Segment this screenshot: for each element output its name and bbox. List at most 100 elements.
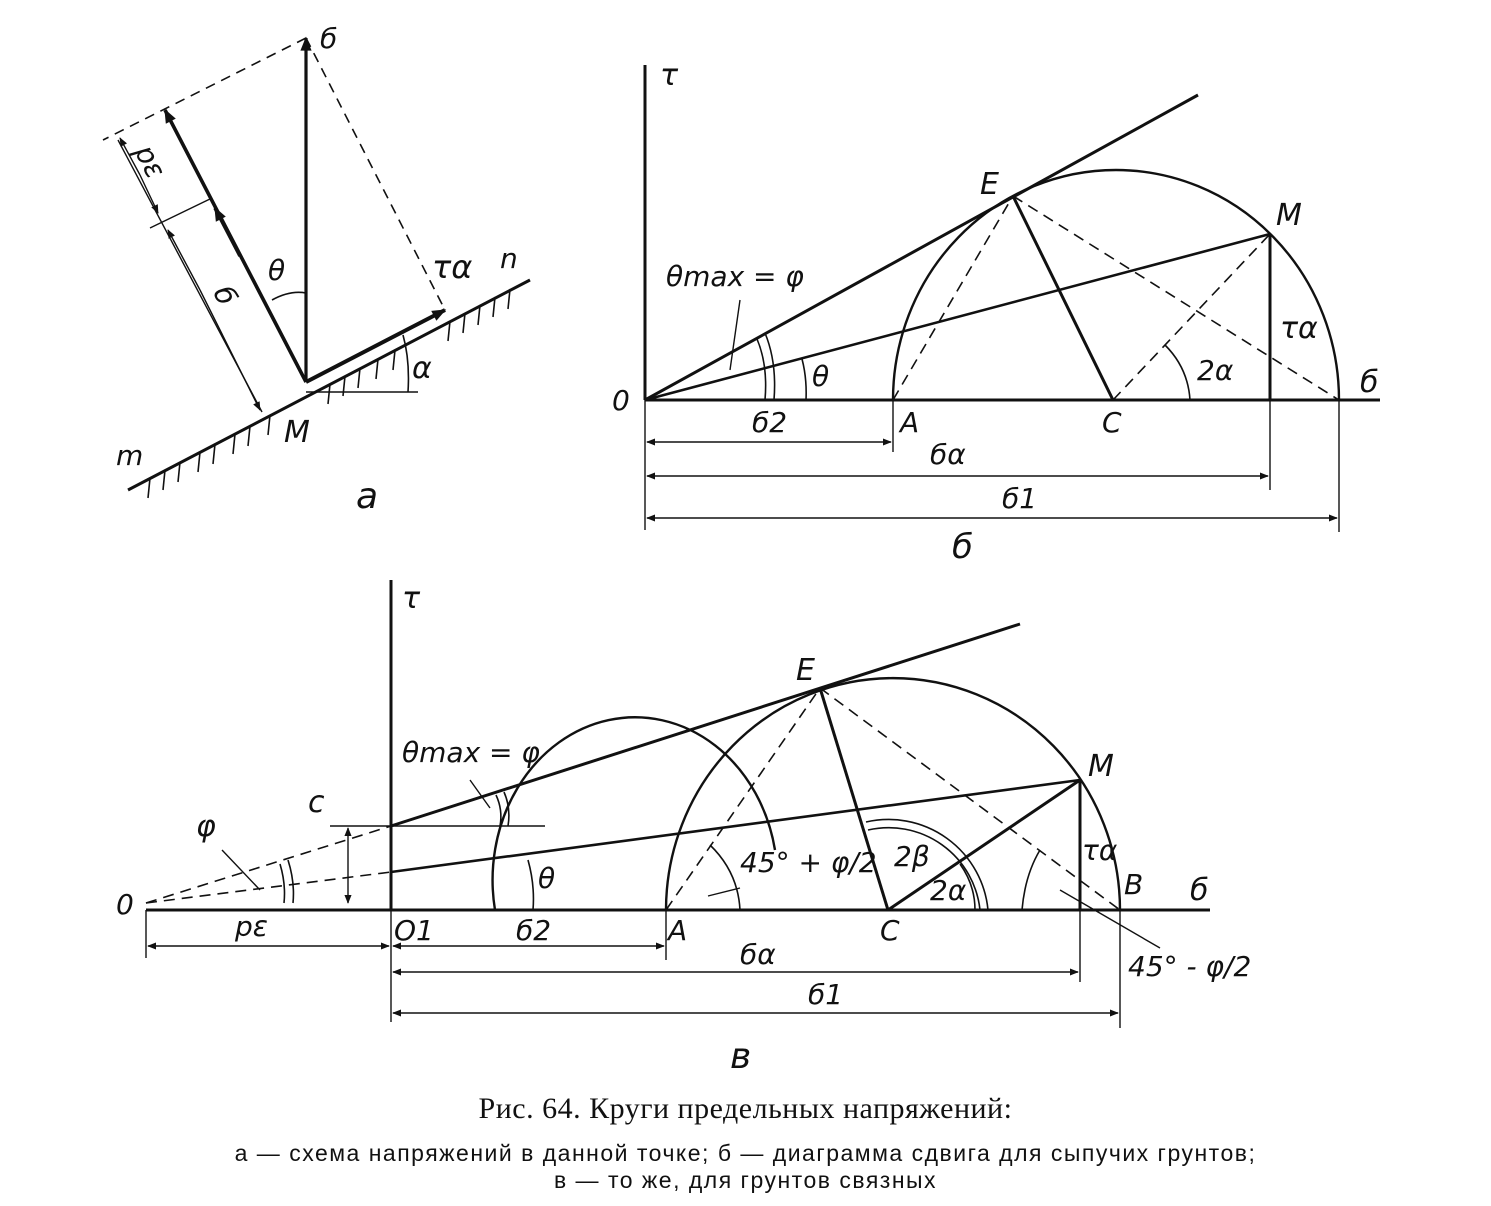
theta-arc-a [271,291,307,301]
dim-arrow-a2 [139,174,159,214]
label-theta-b: θ [812,360,829,393]
label-sigma-alpha-c: бα [740,938,776,971]
label-alpha-a: α [412,351,432,386]
label-theta-max-c: θmax = φ [402,736,540,769]
panel-a [102,36,531,499]
ground-line [127,278,531,492]
theta-max-arc-b1 [756,338,767,401]
label-p-eps-a: pε [128,138,173,183]
label-p-eps-c: pε [234,910,268,943]
label-A-b: A [898,406,919,439]
dashed-C-M-b [1112,233,1271,401]
minus-arc-c [1021,849,1041,911]
label-M-b: M [1276,198,1302,233]
dashed-E-sigma-b [1012,195,1340,401]
shear-stress-vector [305,308,447,384]
label-theta-max-b: θmax = φ [666,260,804,293]
line-O-M-b [644,232,1271,402]
theta-arc-c [527,859,535,911]
theta-max-arc-b2 [764,332,776,401]
dashed-A-E-c [665,687,821,911]
line-E-C-b [1011,195,1115,401]
dashed-O-tangent-c [145,825,392,904]
label-sigma-n-a: б [206,280,243,310]
panel-b [643,65,1380,532]
label-sigma1-b: б1 [1002,482,1037,515]
phi-arc-c2 [287,859,295,904]
panel-a-labels: б pε б θ τα α m n M а [116,22,518,517]
tangent-line-c [390,622,1021,828]
dashed-right [305,37,446,311]
label-sigma-axis-c: б [1190,873,1209,908]
label-tau-alpha-c: τα [1082,834,1118,867]
alpha-arc-a [402,334,410,393]
diagram-canvas: б pε б θ τα α m n M а [102,22,1380,1077]
line-C-M-c [887,778,1081,912]
theta-max-arc-c1 [495,794,502,827]
label-A-c: A [666,914,687,947]
figure-title: Рис. 64. Круги предельных напряжений: [478,1092,1013,1125]
label-O1-c: O1 [394,914,434,947]
label-O-b: 0 [612,384,630,417]
dashed-top [102,37,307,141]
phi-pointer-c [221,849,261,891]
mohr-circle-b [891,168,1341,401]
panel-c-labels: τ б 0 O1 A B C E M c φ pε θmax = φ θ 45°… [116,581,1251,1077]
dim-arrow-a1 [119,137,141,176]
label-theta-a: θ [268,254,285,287]
label-tau-a: τα [432,248,472,286]
normal-stress-inner-arrow [213,206,242,257]
label-E-b: E [980,167,999,202]
label-n-a: n [500,242,518,275]
panel-b-labels: τ б 0 A C E M θmax = φ θ 2α τα б2 бα б1 … [612,58,1379,567]
label-sigma-alpha-b: бα [930,438,966,471]
dim-arrow-a3 [167,229,201,291]
mohr-circle-large-c [664,676,1122,911]
plus-arc-c [709,844,741,911]
figure-caption-line1: а — схема напряжений в данной точке; б —… [234,1140,1257,1166]
label-tau-axis-c: τ [402,581,421,616]
label-two-alpha-c: 2α [930,874,967,907]
dim-arrow-a4 [199,289,261,411]
label-M-c: M [1088,749,1114,784]
mohr-circle-small-c [491,716,777,911]
label-B-c: B [1124,868,1143,901]
panel-c [145,580,1210,1028]
tangent-line-b [644,93,1199,402]
theta-arc-b [801,358,807,401]
theta-max-pointer-b [729,299,741,371]
panel-b-tag: б [952,527,973,567]
label-sigma2-b: б2 [752,406,787,439]
label-angle-plus-c: 45° + φ/2 [740,846,877,879]
label-angle-minus-c: 45° - φ/2 [1128,950,1251,983]
minus-pointer-c [1059,889,1161,949]
theta-max-arc-c2 [503,791,510,827]
label-E-c: E [796,653,815,688]
label-O-c: 0 [116,888,134,921]
two-alpha-arc-b [1164,344,1191,401]
panel-c-tag: в [730,1036,751,1077]
panel-a-tag: а [356,476,378,517]
two-beta-arc-c2 [865,818,989,911]
label-C-c: C [880,914,900,947]
label-sigma-axis-b: б [1360,365,1379,400]
theta-max-pointer-c [469,779,491,809]
label-phi-c: φ [196,809,216,844]
label-C-b: C [1102,406,1122,439]
label-tau-alpha-b: τα [1280,311,1318,346]
label-sigma-a: б [320,22,337,55]
label-two-alpha-b: 2α [1197,354,1234,387]
ground-hatching [147,288,511,499]
figure-caption-line2: в — то же, для грунтов связных [553,1167,938,1193]
label-m-a: m [116,439,143,472]
two-alpha-arc-c [959,863,976,911]
dim-tick-1 [149,197,213,229]
two-beta-arc-c1 [867,826,981,911]
label-sigma1-c: б1 [808,978,843,1011]
line-E-C-c [818,687,890,911]
dashed-A-E-b [892,195,1014,401]
dashed-O-M-c [145,871,392,904]
label-c-c: c [308,785,325,820]
label-two-beta-c: 2β [894,840,930,873]
label-sigma2-c: б2 [516,914,551,947]
